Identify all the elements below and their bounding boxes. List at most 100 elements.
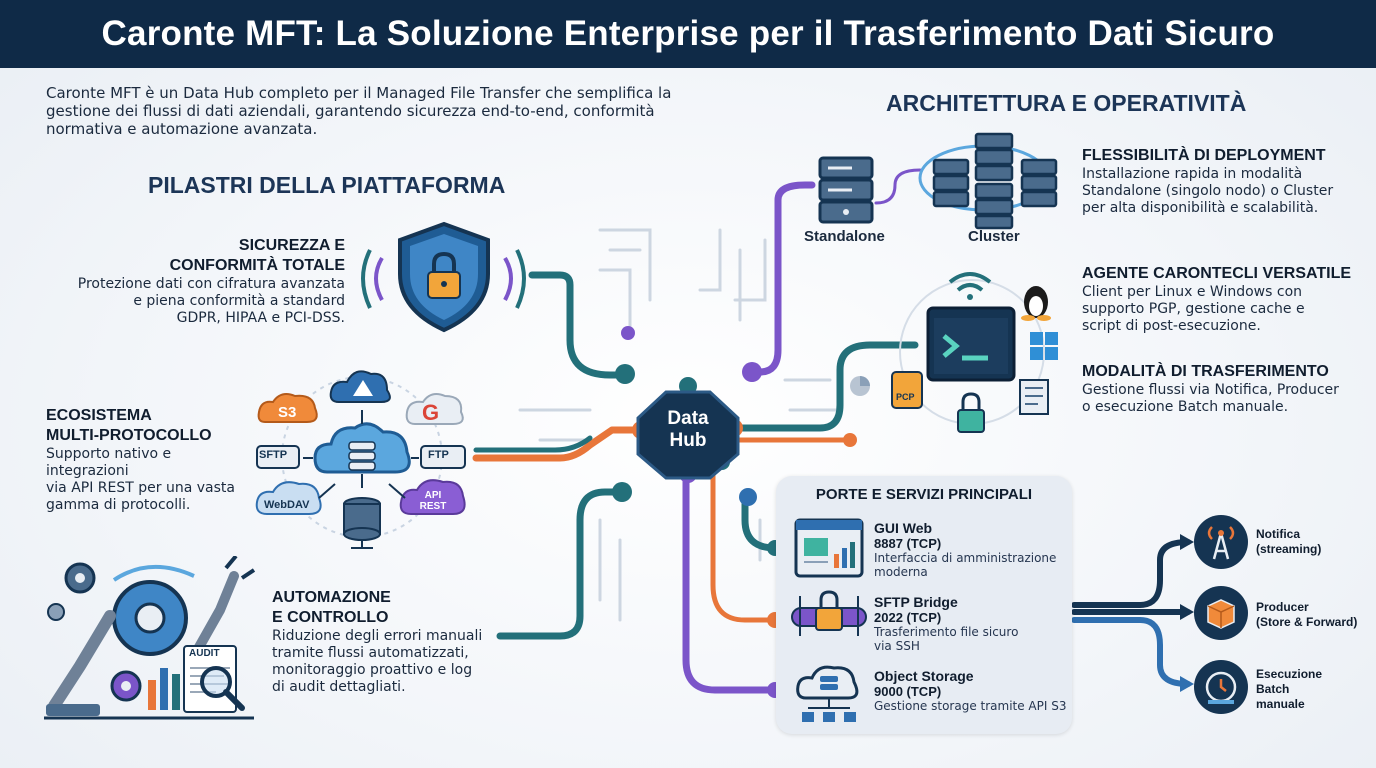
automation-text-1: Riduzione degli errori manuali: [272, 628, 483, 644]
ecosystem-title-1: ECOSISTEMA: [46, 407, 152, 424]
port-gui-name: GUI Web: [874, 520, 933, 536]
webdav-cloud: [255, 481, 322, 515]
mode-notifica-line1: Notifica: [1256, 527, 1301, 541]
windows-icon: [1030, 332, 1058, 360]
webdav-label: WebDAV: [264, 499, 310, 511]
mode-notifica-line2: (streaming): [1256, 542, 1322, 556]
robot-arm-gear-icon: [44, 556, 256, 720]
mode-batch-line1: Esecuzione: [1256, 667, 1323, 681]
agent-text-2: supporto PGP, gestione cache e: [1082, 301, 1305, 317]
deployment-title: FLESSIBILITÀ DI DEPLOYMENT: [1082, 147, 1326, 164]
transfer-block: MODALITÀ DI TRASFERIMENTO Gestione fluss…: [1082, 362, 1372, 416]
hub-label-line2: Hub: [669, 430, 707, 451]
mode-notifica: Notifica (streaming): [1256, 527, 1374, 557]
automation-title-2: E CONTROLLO: [272, 609, 389, 626]
hub-body: [636, 390, 740, 480]
pcp-label: PCP: [896, 392, 915, 402]
wire-ports-modes: [1071, 539, 1191, 608]
wire-standalone: [748, 181, 816, 376]
port-sftp-desc-1: Trasferimento file sicuro: [874, 625, 1019, 639]
wire-ports-batch: [1071, 617, 1191, 687]
ecosystem-block: ECOSISTEMA MULTI-PROTOCOLLO Supporto nat…: [46, 406, 246, 514]
automation-text-3: monitoraggio proattivo e log: [272, 662, 473, 678]
architecture-heading: ARCHITETTURA E OPERATIVITÀ: [886, 90, 1247, 116]
mode-batch-line3: manuale: [1256, 697, 1305, 711]
mode-batch-line2: Batch: [1256, 682, 1290, 696]
port-gui-number: 8887 (TCP): [874, 536, 942, 551]
svg-text:G: G: [422, 400, 439, 425]
api-rest-label: API REST: [409, 490, 457, 512]
port-storage-name: Object Storage: [874, 668, 974, 684]
security-text-2: e piena conformità a standard: [133, 293, 345, 309]
api-label-line1: API: [424, 490, 442, 501]
automation-block: AUTOMAZIONE E CONTROLLO Riduzione degli …: [272, 588, 512, 696]
mode-batch: Esecuzione Batch manuale: [1256, 667, 1374, 712]
wifi-icon: [948, 272, 992, 284]
automation-text-4: di audit dettagliati.: [272, 679, 406, 695]
shield-lock-icon: [361, 221, 526, 333]
agent-cli-icon: [891, 272, 1058, 433]
audit-label: AUDIT: [189, 648, 220, 659]
wire-standalone-cluster: [874, 168, 922, 205]
api-label-line2: REST: [419, 501, 447, 512]
s3-label: S3: [278, 404, 297, 421]
antenna-icon: [1207, 526, 1235, 560]
deployment-text-2: Standalone (singolo nodo) o Cluster: [1082, 183, 1334, 199]
transfer-text-2: o esecuzione Batch manuale.: [1082, 399, 1289, 415]
google-cloud: [405, 393, 464, 425]
port-gui-web: GUI Web 8887 (TCP) Interfaccia di ammini…: [874, 520, 1064, 579]
deployment-text-1: Installazione rapida in modalità: [1082, 166, 1303, 182]
security-block: SICUREZZA E CONFORMITÀ TOTALE Protezione…: [40, 236, 345, 327]
lock-icon: [957, 409, 985, 433]
sftp-tag: [256, 445, 300, 469]
cluster-label: Cluster: [968, 228, 1020, 245]
automation-title-1: AUTOMAZIONE: [272, 589, 391, 606]
transfer-text-1: Gestione flussi via Notifica, Producer: [1082, 382, 1339, 398]
hub-label-line1: Data: [667, 408, 709, 429]
ecosystem-title-2: MULTI-PROTOCOLLO: [46, 427, 212, 444]
wire-agent: [730, 341, 919, 432]
wire-storage: [682, 471, 779, 694]
security-text-3: GDPR, HIPAA e PCI-DSS.: [176, 310, 345, 326]
object-storage-icon: [796, 665, 859, 722]
security-title-1: SICUREZZA E: [238, 237, 345, 254]
agent-title: AGENTE CARONTECLI VERSATILE: [1082, 265, 1352, 282]
port-sftp-bridge: SFTP Bridge 2022 (TCP) Trasferimento fil…: [874, 594, 1064, 653]
decorative-traces: [518, 228, 842, 622]
security-title-2: CONFORMITÀ TOTALE: [169, 257, 345, 274]
pgp-key-icon: [891, 371, 923, 409]
port-gui-desc-1: Interfaccia di amministrazione: [874, 551, 1057, 565]
port-sftp-number: 2022 (TCP): [874, 610, 942, 625]
mode-producer: Producer (Store & Forward): [1256, 600, 1374, 630]
sftp-label: SFTP: [259, 449, 288, 461]
mode-producer-line1: Producer: [1256, 600, 1309, 614]
batch-clock-icon: [1205, 671, 1237, 704]
pillars-heading: PILASTRI DELLA PIATTAFORMA: [148, 172, 506, 198]
sftp-bridge-icon: [791, 590, 867, 636]
standalone-server-icon: [818, 156, 874, 224]
port-sftp-name: SFTP Bridge: [874, 594, 958, 610]
wire-ecosystem-2: [473, 435, 593, 453]
server-cluster-icon: [818, 132, 1058, 230]
mode-producer-line2: (Store & Forward): [1256, 615, 1358, 629]
port-storage-desc-1: Gestione storage tramite API S3: [874, 699, 1067, 713]
ecosystem-text-1: Supporto nativo e integrazioni: [46, 446, 172, 479]
s3-cloud: [257, 393, 318, 423]
security-text-1: Protezione dati con cifratura avanzata: [77, 276, 345, 292]
ecosystem-text-2: via API REST per una vasta: [46, 480, 235, 496]
mode-arrowheads: [1180, 534, 1194, 692]
wire-ecosystem: [472, 426, 642, 462]
port-sftp-desc-2: via SSH: [874, 639, 920, 653]
wire-sftp: [710, 467, 778, 623]
magnifier-icon: [200, 666, 232, 698]
port-gui-desc-2: moderna: [874, 565, 928, 579]
deployment-block: FLESSIBILITÀ DI DEPLOYMENT Installazione…: [1082, 146, 1372, 217]
notifica-mode-circle: [1194, 515, 1248, 569]
port-object-storage: Object Storage 9000 (TCP) Gestione stora…: [874, 668, 1068, 713]
hub-label: Data Hub: [638, 408, 738, 452]
automation-text-2: tramite flussi automatizzati,: [272, 645, 469, 661]
package-icon: [1207, 599, 1235, 629]
agent-text-1: Client per Linux e Windows con: [1082, 284, 1303, 300]
deployment-text-3: per alta disponibilità e scalabilità.: [1082, 200, 1319, 216]
